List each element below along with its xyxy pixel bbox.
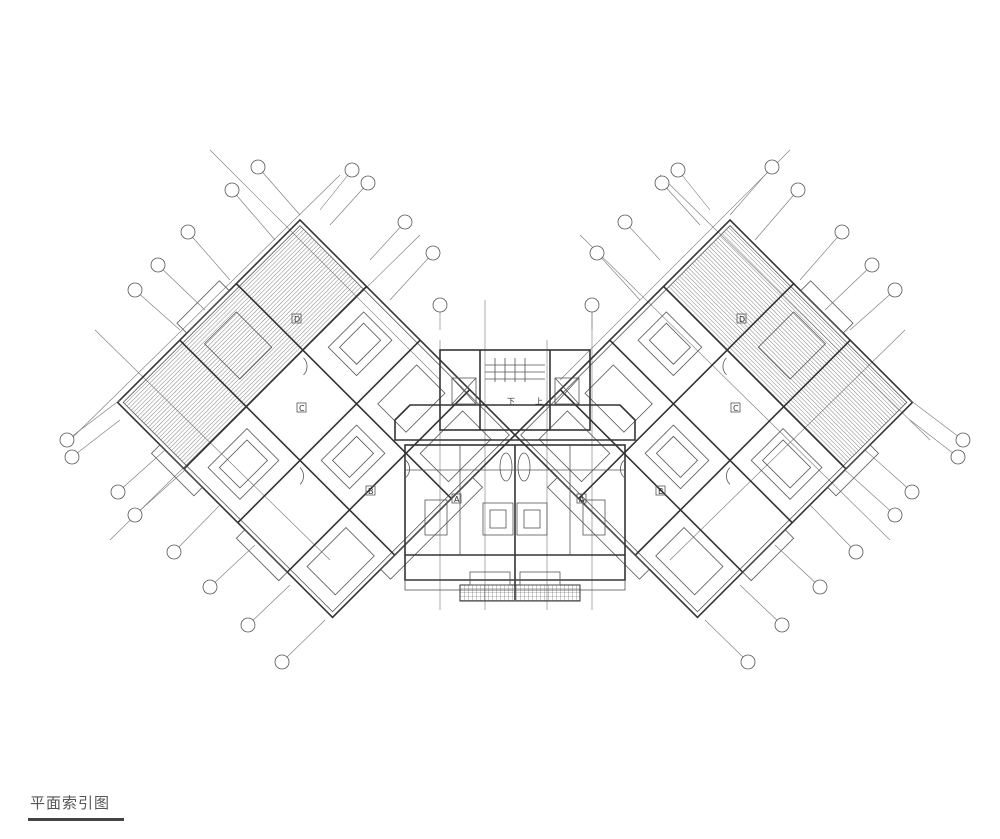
axis-leader-line (66, 399, 121, 441)
axis-bubble (848, 544, 864, 560)
unit-markers: A A B B C C D D (291, 313, 747, 504)
axis-bubble (864, 257, 880, 273)
axis-bubble (887, 282, 903, 298)
axis-leader-line (774, 544, 821, 588)
axis-leader-line (281, 619, 326, 663)
axis-leader-line (729, 166, 773, 216)
axis-bubble (360, 175, 376, 191)
axis-leader-line (909, 399, 964, 441)
axis-leader-line (209, 544, 256, 588)
axis-bubble (584, 297, 600, 313)
axis-leader-line (319, 169, 353, 211)
right-wing (504, 209, 932, 637)
axis-bubble (150, 257, 166, 273)
axis-leader-line (754, 189, 799, 241)
left-wing (98, 209, 526, 637)
unit-marker-a-right: A (579, 495, 585, 504)
unit-marker-b-right: B (658, 487, 664, 496)
axis-bubbles (59, 159, 971, 670)
axis-leader-line (187, 231, 231, 281)
unit-marker-a-left: A (454, 495, 460, 504)
axis-bubble (812, 579, 828, 595)
axis-leader-line (809, 504, 857, 553)
axis-leader-line (844, 469, 896, 516)
axis-leader-line (173, 504, 221, 553)
axis-bubble (397, 214, 413, 230)
axis-leader-line (799, 231, 843, 281)
axis-bubble (904, 484, 920, 500)
axis-bubble (617, 214, 633, 230)
axis-leader-line (677, 169, 711, 211)
axis-bubble (740, 654, 756, 670)
axis-bubble (180, 224, 196, 240)
axis-bubble (166, 544, 182, 560)
axis-leader-line (231, 189, 276, 241)
axis-leader-line (257, 166, 301, 216)
axis-leader-line (624, 221, 661, 261)
unit-marker-d-right: D (739, 315, 745, 324)
unit-marker-c-left: C (299, 404, 305, 413)
axis-bubble (887, 507, 903, 523)
unit-marker-c-right: C (733, 404, 739, 413)
axis-leader-line (71, 419, 121, 458)
axis-bubble (274, 654, 290, 670)
axis-bubble (834, 224, 850, 240)
axis-bubble (64, 449, 80, 465)
axis-leader-line (864, 449, 913, 493)
axis-leader-line (739, 584, 783, 626)
axis-leader-line (157, 264, 206, 311)
axis-bubble (955, 432, 971, 448)
axis-bubble (764, 159, 780, 175)
axis-leader-line (909, 419, 959, 458)
drawing-title: 平面索引图 (30, 794, 111, 812)
axis-bubble (224, 182, 240, 198)
stair-down-label: 下 (507, 397, 515, 406)
axis-bubble (240, 617, 256, 633)
axis-bubble (950, 449, 966, 465)
axis-bubble (344, 162, 360, 178)
axis-bubble (250, 159, 266, 175)
axis-bubble (110, 484, 126, 500)
axis-bubble (589, 245, 605, 261)
axis-bubble (127, 507, 143, 523)
axis-bubble (790, 182, 806, 198)
axis-bubble (670, 162, 686, 178)
axis-leader-line (704, 619, 749, 663)
axis-leader-line (389, 252, 434, 301)
axis-bubble (774, 617, 790, 633)
axis-leader-line (661, 182, 701, 226)
axis-bubble (425, 245, 441, 261)
stair-up-label: 上 (535, 397, 543, 406)
axis-leader-line (247, 584, 291, 626)
axis-leader-line (596, 252, 641, 301)
axis-leader-line (849, 289, 896, 331)
title-underline (28, 818, 124, 821)
axis-bubble (432, 297, 448, 313)
unit-marker-b-left: B (368, 487, 374, 496)
axis-bubble (654, 175, 670, 191)
axis-bubble (127, 282, 143, 298)
axis-leader-line (329, 182, 369, 226)
axis-leader-line (134, 289, 181, 331)
central-block: 下 上 (394, 349, 636, 602)
axis-leader-line (824, 264, 873, 311)
axis-bubble (202, 579, 218, 595)
axis-bubble (59, 432, 75, 448)
unit-marker-d-left: D (294, 315, 300, 324)
axis-leader-line (134, 469, 186, 516)
axis-leader-line (117, 449, 166, 493)
axis-leader-line (369, 221, 406, 261)
